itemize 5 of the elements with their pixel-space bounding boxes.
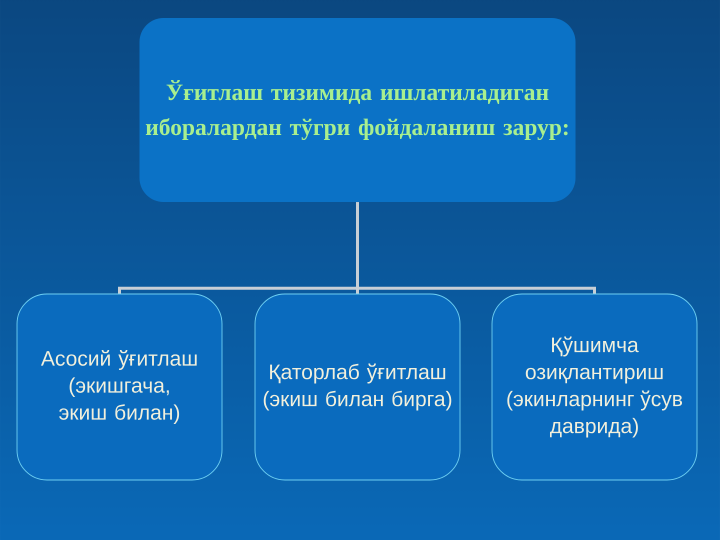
rounded-box: Ўғитлаш тизимида ишлатиладиган иборалардан тўгри фойдаланиш зарур: [140, 18, 576, 202]
rounded-box: Қаторлаб ўғитлаш (экиш билан бирга) [254, 294, 460, 480]
rounded-box: Асосий ўғитлаш (экишгача, экиш билан) [16, 294, 222, 480]
rounded-box: Қўшимча озиқлантириш (экинларнинг ўсув даврида) [492, 294, 698, 480]
connector-line [356, 202, 596, 294]
